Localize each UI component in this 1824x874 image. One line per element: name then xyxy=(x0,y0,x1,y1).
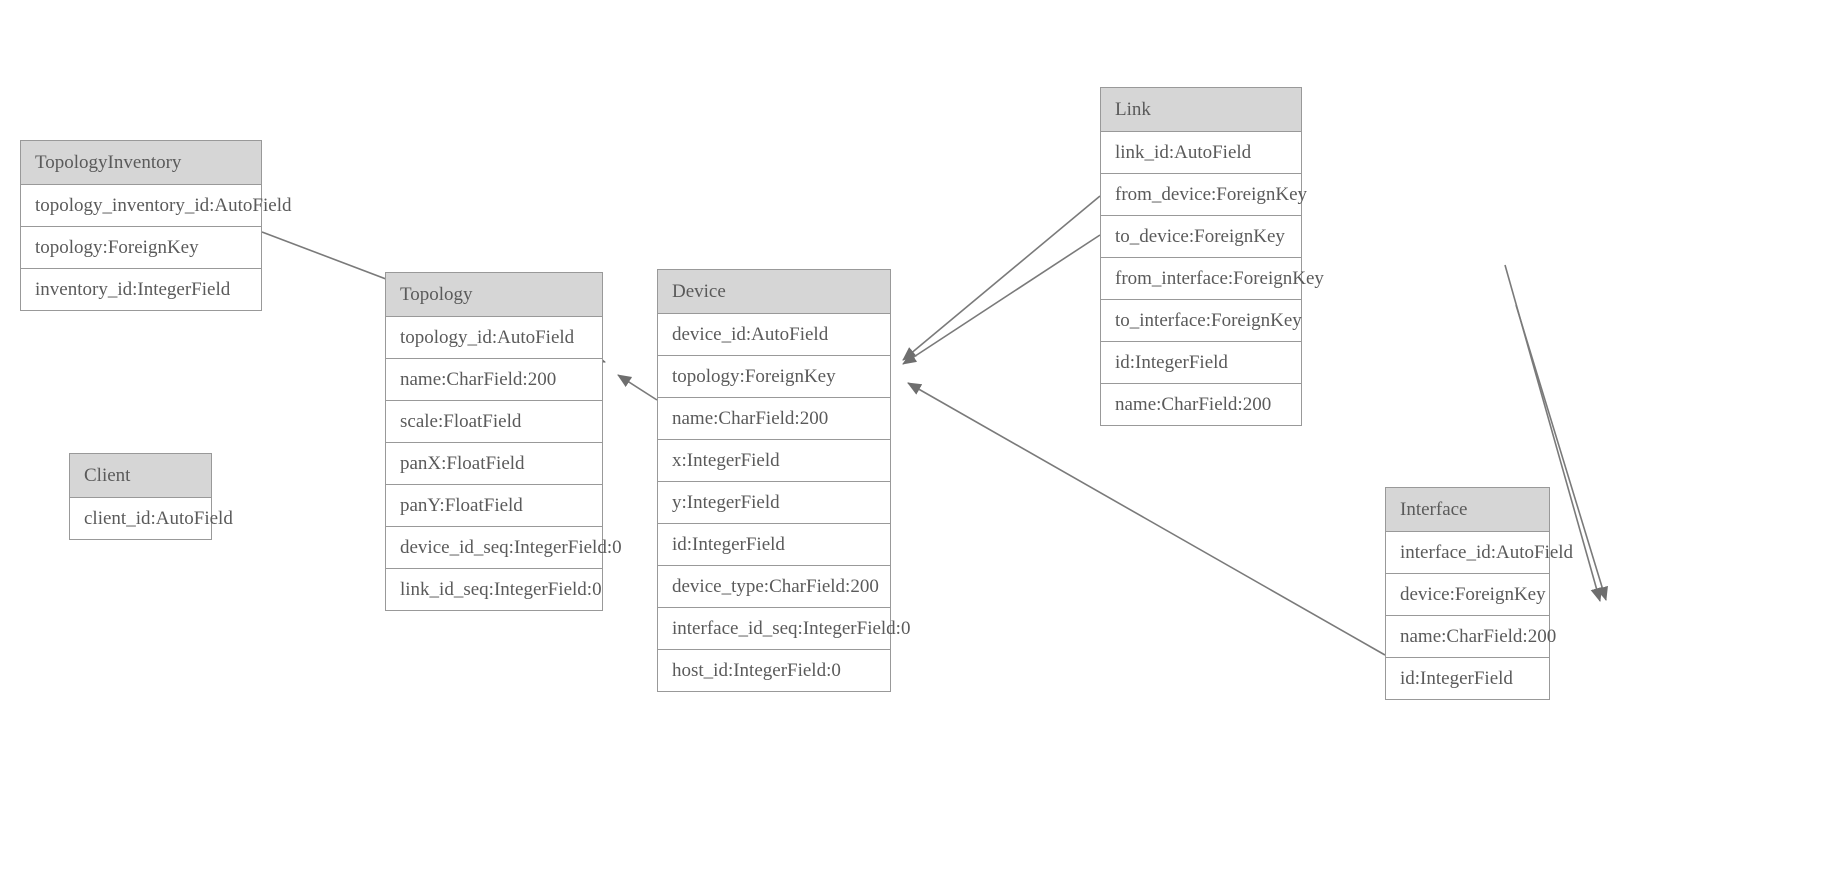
entity-field: device_id_seq:IntegerField:0 xyxy=(386,527,622,569)
entity-title-interface: Interface xyxy=(1386,488,1549,532)
entity-field: name:CharField:200 xyxy=(386,359,602,401)
entity-title-topology_inventory: TopologyInventory xyxy=(21,141,261,185)
edge-device-topology xyxy=(617,374,658,401)
entity-field: id:IntegerField xyxy=(1101,342,1301,384)
entity-field: id:IntegerField xyxy=(658,524,890,566)
entity-field: topology:ForeignKey xyxy=(658,356,890,398)
entity-title-topology: Topology xyxy=(386,273,602,317)
entity-field: device_type:CharField:200 xyxy=(658,566,890,608)
entity-field: y:IntegerField xyxy=(658,482,890,524)
entity-field: topology_inventory_id:AutoField xyxy=(21,185,292,227)
entity-field: device_id:AutoField xyxy=(658,314,890,356)
entity-field: panY:FloatField xyxy=(386,485,602,527)
entity-field: x:IntegerField xyxy=(658,440,890,482)
entity-field: link_id:AutoField xyxy=(1101,132,1301,174)
entity-title-client: Client xyxy=(70,454,211,498)
entity-field: from_interface:ForeignKey xyxy=(1101,258,1324,300)
entity-field: to_device:ForeignKey xyxy=(1101,216,1301,258)
entity-field: name:CharField:200 xyxy=(1101,384,1301,425)
entity-field: host_id:IntegerField:0 xyxy=(658,650,890,691)
entity-title-link: Link xyxy=(1101,88,1301,132)
entity-field: inventory_id:IntegerField xyxy=(21,269,261,310)
entity-field: name:CharField:200 xyxy=(658,398,890,440)
entity-title-device: Device xyxy=(658,270,890,314)
entity-field: from_device:ForeignKey xyxy=(1101,174,1307,216)
entity-field: to_interface:ForeignKey xyxy=(1101,300,1302,342)
edge-link-to-device xyxy=(902,234,1101,365)
entity-field: interface_id:AutoField xyxy=(1386,532,1573,574)
entity-field: device:ForeignKey xyxy=(1386,574,1549,616)
entity-field: id:IntegerField xyxy=(1386,658,1549,699)
edge-link-from-device xyxy=(902,195,1101,361)
entity-field: panX:FloatField xyxy=(386,443,602,485)
entity-field: link_id_seq:IntegerField:0 xyxy=(386,569,602,610)
entity-field: interface_id_seq:IntegerField:0 xyxy=(658,608,910,650)
entity-field: topology_id:AutoField xyxy=(386,317,602,359)
entity-field: name:CharField:200 xyxy=(1386,616,1556,658)
entity-field: topology:ForeignKey xyxy=(21,227,261,269)
entity-field: scale:FloatField xyxy=(386,401,602,443)
entity-field: client_id:AutoField xyxy=(70,498,233,539)
